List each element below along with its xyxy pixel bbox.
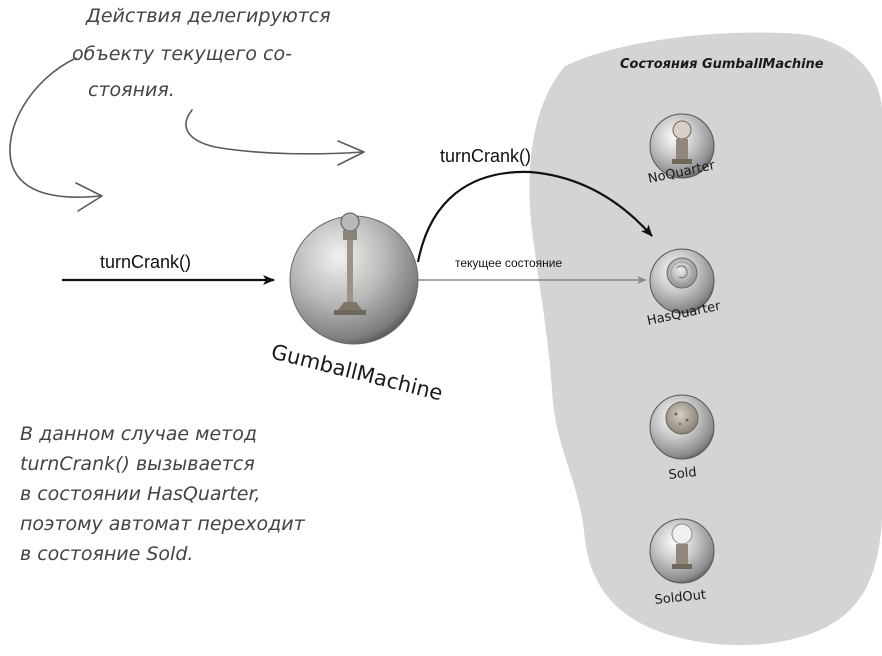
current-state-label: текущее состояние	[455, 256, 563, 270]
state-noquarter: NoQuarter	[647, 113, 717, 187]
gumball-icon	[665, 401, 699, 435]
delegated-call-arrow	[416, 170, 653, 263]
empty-machine-icon	[671, 523, 693, 545]
state-hasquarter: HasQuarter	[646, 248, 723, 329]
note-arrow-head-2	[337, 140, 365, 166]
note-top-line: объекту текущего со-	[72, 43, 292, 65]
note-arrow-head	[75, 182, 103, 212]
delegated-call-label: turnCrank()	[440, 146, 531, 166]
state-sold-label: Sold	[668, 465, 697, 483]
note-top-line: Действия делегируются	[85, 5, 331, 27]
gumball-machine-name: GumballMachine	[269, 340, 445, 406]
state-soldout: SoldOut	[649, 518, 715, 608]
note-arrow-curve	[9, 57, 101, 198]
note-top-line: стояния.	[88, 79, 175, 101]
state-soldout-label: SoldOut	[654, 588, 707, 608]
note-bottom-line: поэтому автомат переходит	[20, 513, 306, 535]
note-bottom-line: turnCrank() вызывается	[20, 453, 255, 475]
note-bottom: В данном случае метод turnCrank() вызыва…	[20, 423, 311, 565]
note-top: Действия делегируются объекту текущего с…	[72, 5, 337, 101]
states-panel-blob	[529, 32, 882, 646]
note-bottom-line: в состоянии HasQuarter,	[20, 483, 261, 505]
gumball-machine-icon	[672, 120, 692, 140]
gumball-machine-icon	[340, 212, 360, 232]
state-sold: Sold	[649, 394, 715, 483]
note-arrow-curve-2	[185, 109, 363, 155]
quarter-coin-icon	[666, 257, 698, 289]
states-panel-title: Состояния GumballMachine	[620, 57, 824, 72]
gumball-machine-context	[289, 212, 419, 345]
note-bottom-line: В данном случае метод	[20, 423, 257, 445]
incoming-call-label: turnCrank()	[100, 252, 191, 272]
note-bottom-line: в состояние Sold.	[20, 543, 193, 565]
